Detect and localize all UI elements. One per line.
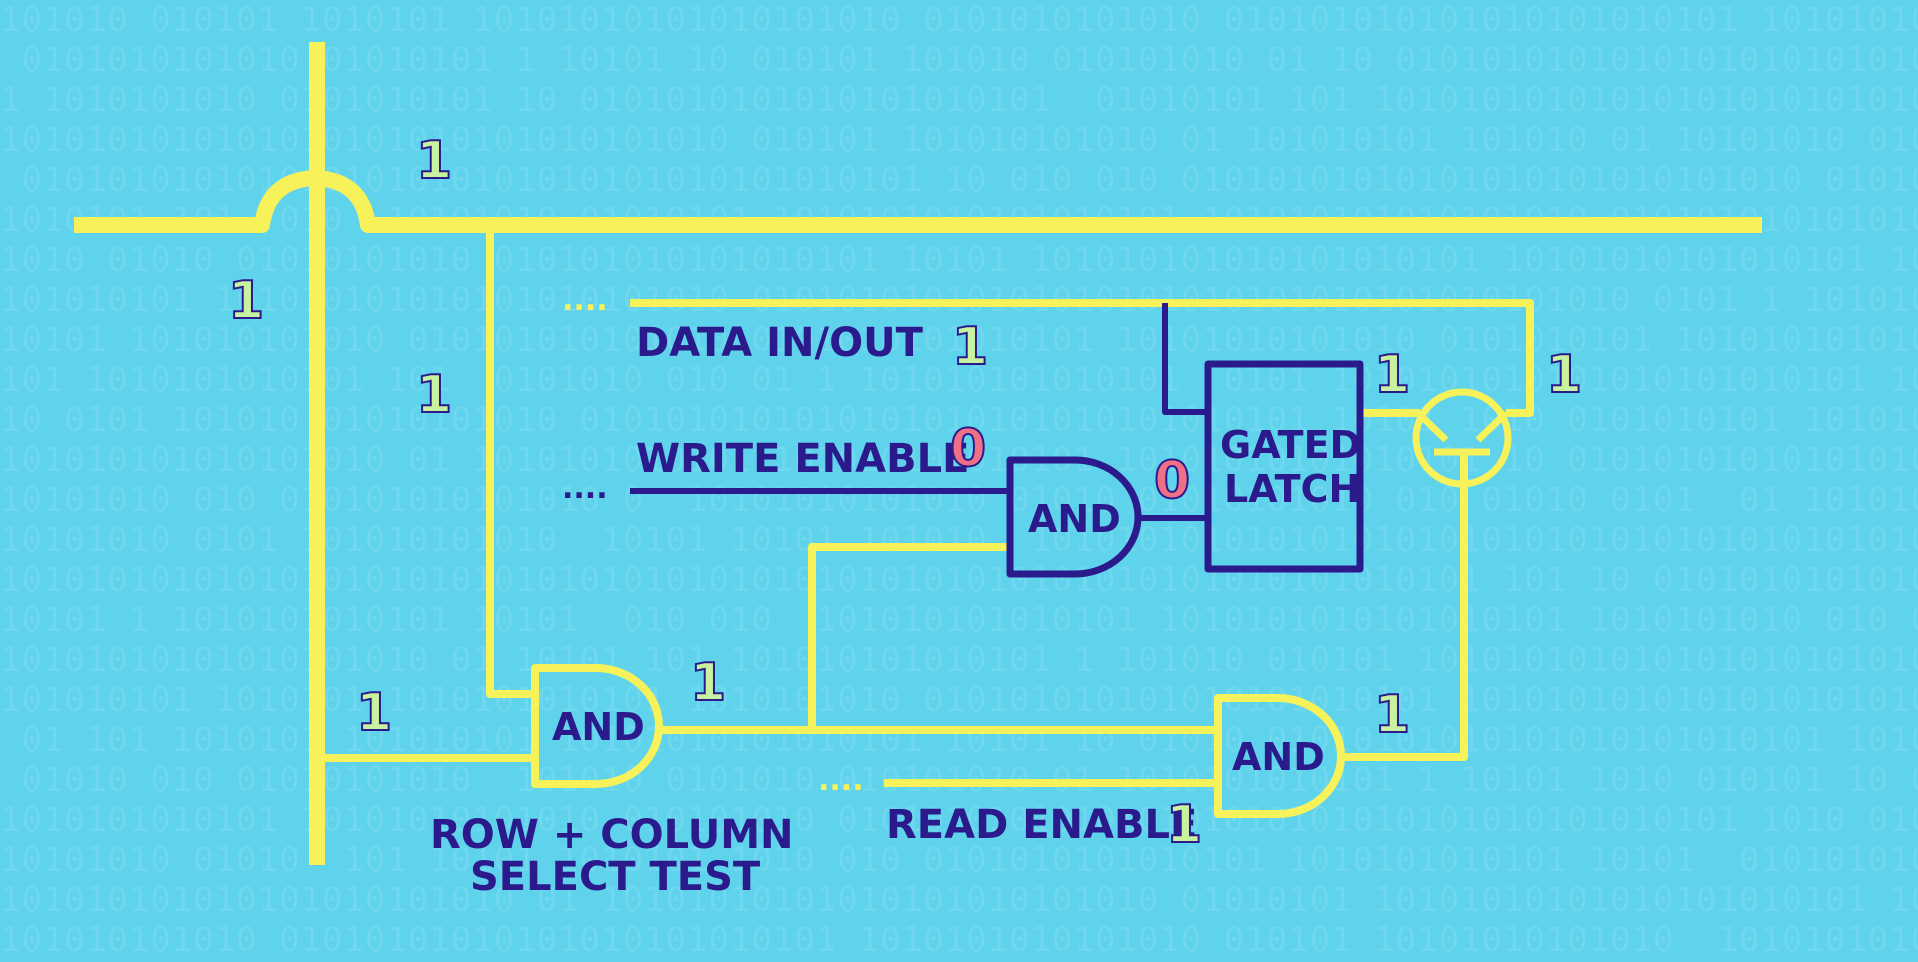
latch-label-latch: LATCH — [1224, 467, 1360, 511]
signal-row-line: 1 — [416, 131, 452, 191]
and-gate-read — [1214, 694, 1345, 818]
data-bus-ellipsis: .... — [562, 283, 608, 318]
gated-latch-box — [1204, 360, 1364, 573]
signal-column-line: 1 — [228, 271, 264, 331]
and-gate-select — [531, 664, 663, 788]
signal-transistor-out: 1 — [1546, 345, 1582, 405]
signal-write-enable: 0 — [950, 419, 986, 479]
row-column-label-2: SELECT TEST — [470, 854, 761, 900]
and-read-label: AND — [1232, 735, 1325, 779]
latch-label-gated: GATED — [1220, 423, 1361, 467]
signal-latch-out: 1 — [1374, 345, 1410, 405]
signal-read-enable: 1 — [1166, 795, 1202, 855]
data-in-out-label: DATA IN/OUT — [636, 320, 924, 366]
signal-row-branch: 1 — [416, 365, 452, 425]
and-write-label: AND — [1028, 497, 1121, 541]
row-branch-wire — [486, 225, 535, 698]
read-enable-label: READ ENABLE — [886, 802, 1197, 848]
signal-values: 1 1 1 1 1 1 0 0 1 1 1 1 — [227, 130, 1583, 856]
read-and-output-wire — [1340, 452, 1468, 761]
inactive-wires — [630, 303, 1364, 578]
and-select-label: AND — [552, 705, 645, 749]
data-to-latch-wire — [1162, 303, 1208, 415]
write-enable-ellipsis: .... — [562, 471, 608, 506]
transistor-symbol — [1415, 410, 1509, 456]
data-bus-wire — [630, 299, 1534, 417]
and-gate-write — [1006, 456, 1142, 578]
select-to-write-and-wire — [808, 543, 1010, 730]
signal-read-and-out: 1 — [1374, 685, 1410, 745]
write-enable-label: WRITE ENABLE — [636, 436, 969, 482]
row-select-line — [74, 170, 1762, 233]
active-wires — [74, 42, 1762, 865]
signal-data-in-out: 1 — [952, 317, 988, 377]
signal-write-and-out: 0 — [1154, 451, 1190, 511]
tristate-transistor — [1412, 388, 1512, 488]
read-enable-ellipsis: .... — [818, 763, 864, 798]
signal-column-branch: 1 — [356, 683, 392, 743]
row-column-label-1: ROW + COLUMN — [430, 812, 793, 858]
signal-select-and-out: 1 — [690, 653, 726, 713]
